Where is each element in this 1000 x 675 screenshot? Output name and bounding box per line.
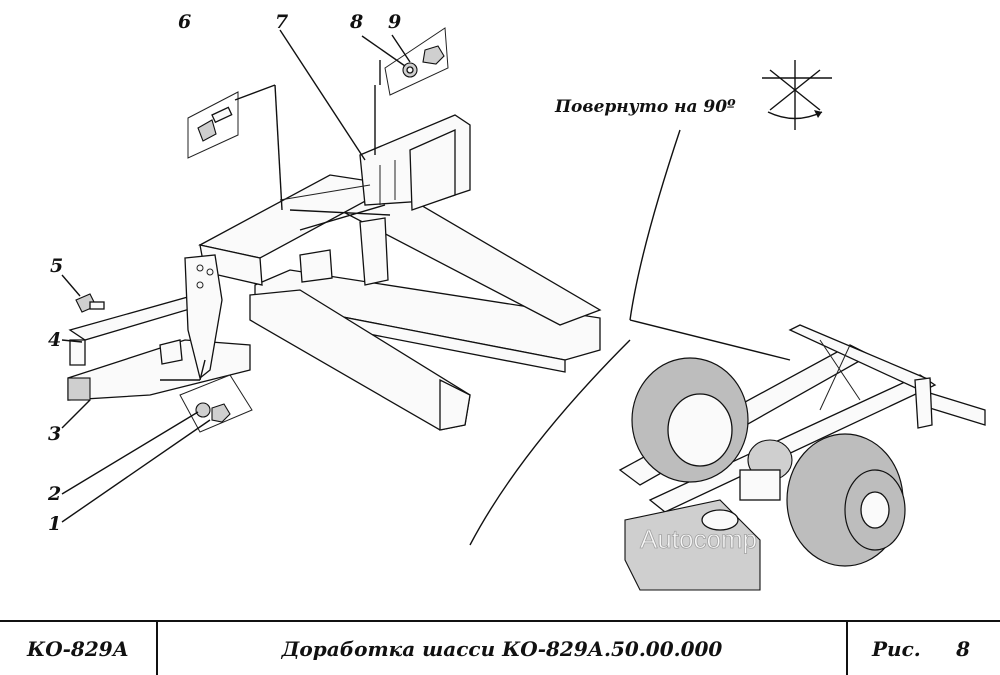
callout-labels: 1 2 3 4 5 6 7 8 9 xyxy=(47,11,401,535)
rotation-symbol-icon xyxy=(762,60,832,130)
callout-2: 2 xyxy=(47,483,61,505)
nut-washer-1-2 xyxy=(179,374,253,433)
callout-4: 4 xyxy=(48,329,61,351)
exploded-assembly-drawing: 1 2 3 4 5 6 7 8 9 Повернуто на 90º xyxy=(47,11,986,591)
callout-1: 1 xyxy=(48,513,61,535)
leader-lines xyxy=(61,29,411,523)
figure-reference: Рис. 8 xyxy=(848,622,1000,675)
drawing-title: Доработка шасси КО-829А.50.00.000 xyxy=(158,622,848,675)
figure-label: Рис. xyxy=(872,636,921,661)
subframe-assembly xyxy=(67,114,602,431)
callout-5: 5 xyxy=(50,255,63,277)
callout-7: 7 xyxy=(275,11,288,33)
rotation-note: Повернуто на 90º xyxy=(554,97,736,117)
callout-6: 6 xyxy=(178,11,191,33)
chassis-inset-view: Autocomp xyxy=(469,129,986,591)
model-code: КО-829А xyxy=(0,622,158,675)
figure-number: 8 xyxy=(956,636,970,661)
bolt-6 xyxy=(187,91,239,159)
callout-9: 9 xyxy=(388,11,401,33)
bolt-5 xyxy=(75,293,105,313)
watermark-text: Autocomp xyxy=(640,524,757,554)
callout-3: 3 xyxy=(48,423,61,445)
washer-nut-8-9 xyxy=(384,27,449,96)
title-block: КО-829А Доработка шасси КО-829А.50.00.00… xyxy=(0,620,1000,675)
callout-8: 8 xyxy=(349,11,363,33)
